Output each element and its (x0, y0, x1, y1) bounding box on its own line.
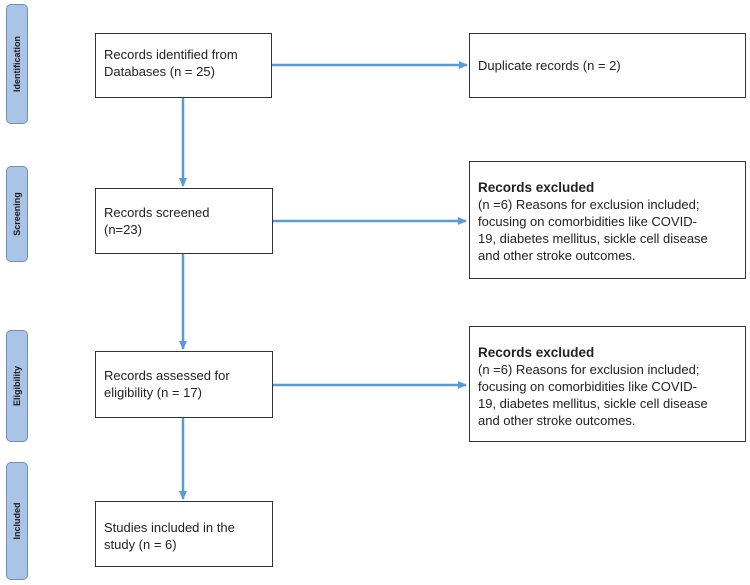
stage-screening: Screening (6, 166, 28, 262)
box-records-assessed-eligibility: Records assessed for eligibility (n = 17… (95, 351, 273, 418)
box-records-identified: Records identified from Databases (n = 2… (95, 33, 272, 98)
box-records-excluded-screening: Records excluded (n =6) Reasons for excl… (469, 161, 746, 279)
stage-included: Included (6, 462, 28, 580)
records-excluded-heading: Records excluded (478, 180, 595, 195)
stage-label-identification: Identification (12, 36, 22, 92)
box-duplicate-records: Duplicate records (n = 2) (469, 33, 746, 98)
stage-eligibility: Eligibility (6, 330, 28, 442)
studies-included-text: Studies included in the study (n = 6) (104, 520, 235, 552)
records-excluded-heading: Records excluded (478, 345, 595, 360)
stage-label-eligibility: Eligibility (12, 365, 22, 407)
records-excluded-reasons: (n =6) Reasons for exclusion included; f… (478, 362, 708, 428)
stage-label-included: Included (12, 502, 22, 540)
records-identified-text: Records identified from Databases (n = 2… (104, 47, 238, 79)
stage-identification: Identification (6, 4, 28, 124)
records-screened-text: Records screened (n=23) (104, 205, 210, 237)
stage-label-screening: Screening (12, 192, 22, 236)
duplicate-records-text: Duplicate records (n = 2) (478, 58, 621, 73)
records-excluded-reasons: (n =6) Reasons for exclusion included; f… (478, 197, 708, 263)
box-records-excluded-eligibility: Records excluded (n =6) Reasons for excl… (469, 326, 746, 442)
box-studies-included: Studies included in the study (n = 6) (95, 501, 273, 567)
box-records-screened: Records screened (n=23) (95, 188, 273, 254)
records-assessed-text: Records assessed for eligibility (n = 17… (104, 368, 230, 400)
